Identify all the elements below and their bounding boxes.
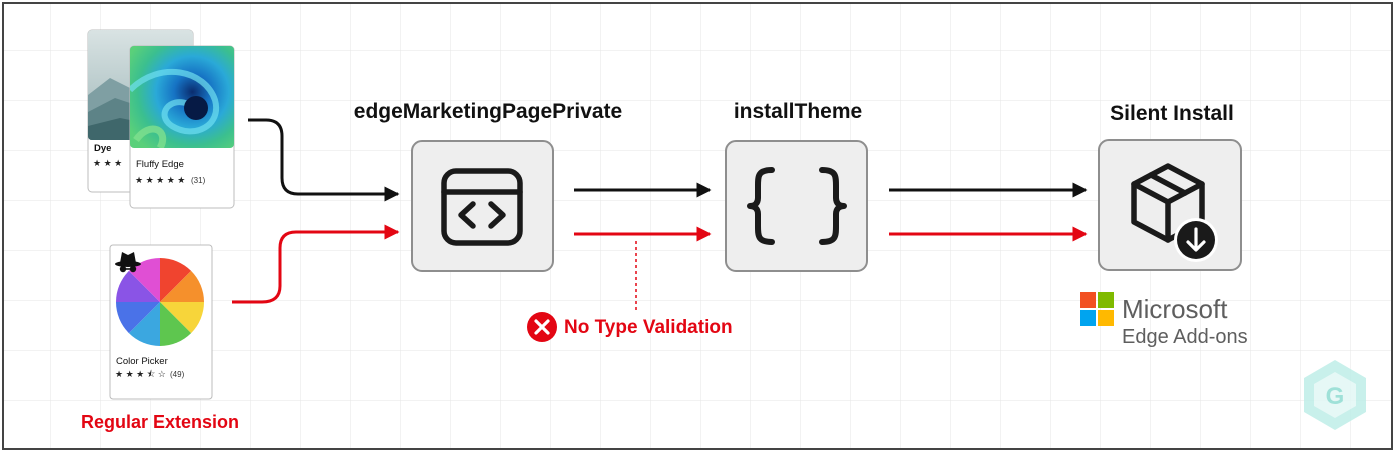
- fluffy-edge-theme-card: Fluffy Edge ★ ★ ★ ★ ★ (31): [129, 45, 235, 209]
- color-picker-rating-count: (49): [170, 370, 185, 379]
- color-wheel-image: [116, 258, 204, 346]
- marketing-api-node: [411, 140, 554, 272]
- dye-card-name: Dye: [94, 143, 111, 154]
- fluffy-edge-swirl-image: [130, 46, 234, 148]
- edge-addons-wordmark: Edge Add-ons: [1122, 326, 1248, 348]
- error-x-icon: [527, 312, 557, 342]
- fluffy-edge-rating-count: (31): [191, 176, 206, 185]
- theme-to-marketing-arrow: [248, 118, 400, 202]
- incognito-spy-icon: [115, 252, 141, 273]
- color-picker-extension-card: Color Picker ★ ★ ★ ⯪ ☆ (49): [109, 244, 213, 400]
- color-picker-card-name: Color Picker: [116, 356, 168, 367]
- silent-install-label: Silent Install: [1110, 102, 1234, 125]
- package-download-icon: [1131, 163, 1218, 262]
- microsoft-logo-icon: [1080, 292, 1114, 326]
- extension-to-marketing-arrow: [232, 224, 400, 304]
- microsoft-wordmark: Microsoft: [1122, 294, 1228, 324]
- fluffy-edge-card-stars: ★ ★ ★ ★ ★: [135, 175, 185, 185]
- curly-braces-icon: [747, 167, 847, 245]
- dye-card-stars: ★ ★ ★: [93, 158, 122, 168]
- marketing-api-label: edgeMarketingPagePrivate: [354, 100, 622, 123]
- regular-extension-label: Regular Extension: [81, 412, 239, 432]
- fluffy-edge-card-name: Fluffy Edge: [136, 159, 184, 170]
- color-picker-card-stars: ★ ★ ★ ⯪ ☆: [115, 369, 166, 379]
- code-window-icon: [441, 168, 523, 246]
- no-type-validation-label: No Type Validation: [564, 317, 733, 338]
- install-theme-label: installTheme: [734, 100, 862, 123]
- g-shield-logo-icon: G: [1304, 360, 1366, 430]
- svg-text:G: G: [1326, 383, 1345, 410]
